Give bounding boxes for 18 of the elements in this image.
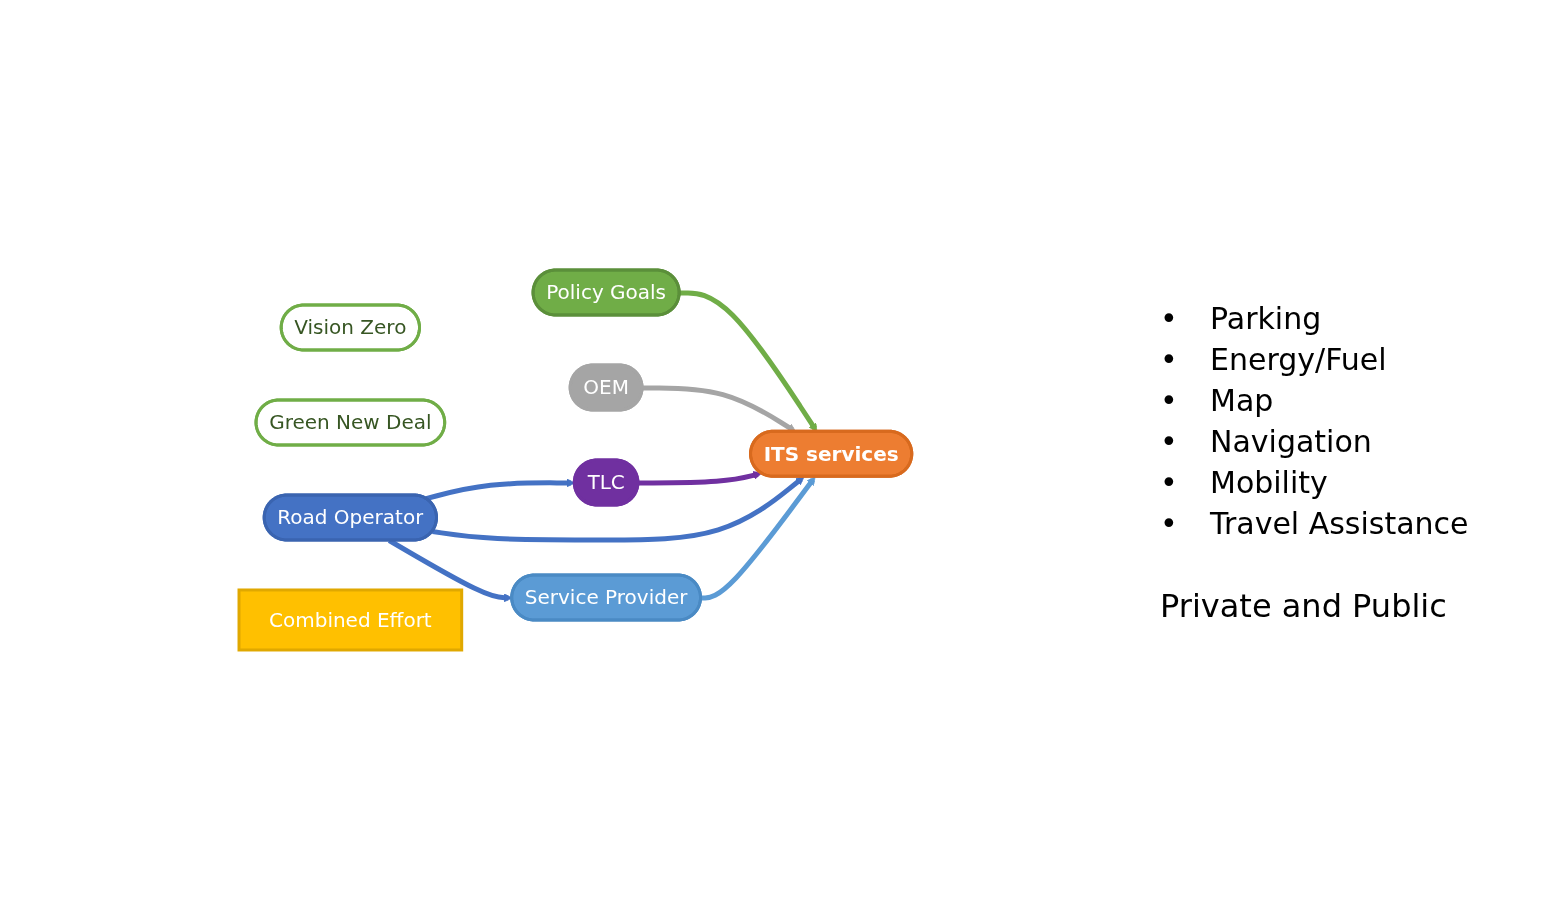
bullet: •: [1160, 341, 1179, 377]
bullet: •: [1160, 382, 1179, 418]
note-text: Private and Public: [1160, 586, 1448, 625]
bullet: •: [1160, 505, 1179, 541]
list-item: Energy/Fuel: [1210, 341, 1387, 377]
list-item: Navigation: [1210, 423, 1372, 459]
bullet: •: [1160, 423, 1179, 459]
bullet: •: [1160, 300, 1179, 336]
node-box: Combined Effort: [237, 588, 463, 651]
list-item: Travel Assistance: [1210, 505, 1469, 541]
list-item: Mobility: [1210, 464, 1328, 500]
arrow: [700, 475, 816, 600]
arrow: [638, 470, 762, 485]
arrow: [425, 478, 575, 501]
list-item: Parking: [1210, 300, 1322, 336]
list-item: Map: [1210, 382, 1274, 418]
arrow: [431, 475, 805, 542]
bullet: •: [1160, 464, 1179, 500]
